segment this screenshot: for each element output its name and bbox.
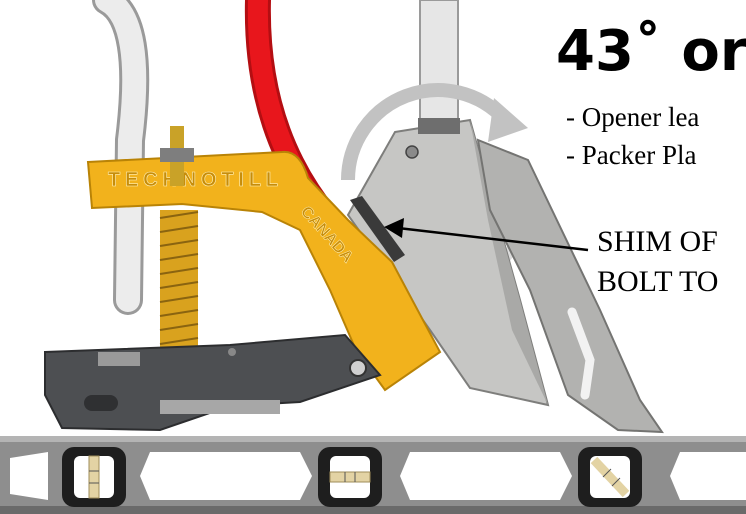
shim-pointer-line	[397, 226, 589, 252]
shim-callout: SHIM OF BOLT TO	[597, 222, 718, 302]
compression-spring	[159, 210, 199, 350]
instruction-item: - Opener lea	[566, 102, 700, 132]
bracket-brand-label: TECHNOTILL	[108, 169, 278, 191]
shim-pointer-arrowhead	[384, 218, 404, 238]
bubble-vial-icon	[318, 447, 382, 507]
instruction-item: - Packer Pla	[566, 140, 697, 170]
shim-callout-line: BOLT TO	[597, 265, 719, 298]
packer-plate	[476, 138, 664, 434]
bolt-icon	[405, 145, 419, 159]
level-top-edge	[0, 436, 746, 442]
left-white-shank-face	[95, 0, 147, 312]
bubble-vial-icon	[578, 447, 642, 507]
shim-plate	[350, 196, 405, 262]
small-bolt-icon	[228, 348, 236, 356]
rotation-arrow-icon	[341, 83, 511, 181]
weld-bead	[567, 307, 595, 400]
level-cutouts	[10, 452, 746, 500]
bubble-vial-icon	[62, 447, 126, 507]
shim-callout-line: SHIM OF	[597, 225, 718, 258]
rod-nut	[160, 148, 194, 162]
lower-body-highlight	[160, 400, 280, 414]
headline: 43˚ or	[556, 19, 746, 84]
instruction-list: - Opener lea - Packer Pla	[566, 98, 699, 174]
lower-body	[44, 333, 382, 432]
pivot-bolt-icon	[349, 359, 367, 377]
level-bottom-edge	[0, 506, 746, 514]
rotation-arrow-head	[488, 98, 528, 142]
hose-clamp	[98, 352, 140, 366]
tube-outlet	[84, 395, 118, 411]
shank-clamp-nut	[418, 118, 460, 134]
yellow-bracket	[86, 150, 442, 392]
right-white-shank	[419, 0, 459, 126]
